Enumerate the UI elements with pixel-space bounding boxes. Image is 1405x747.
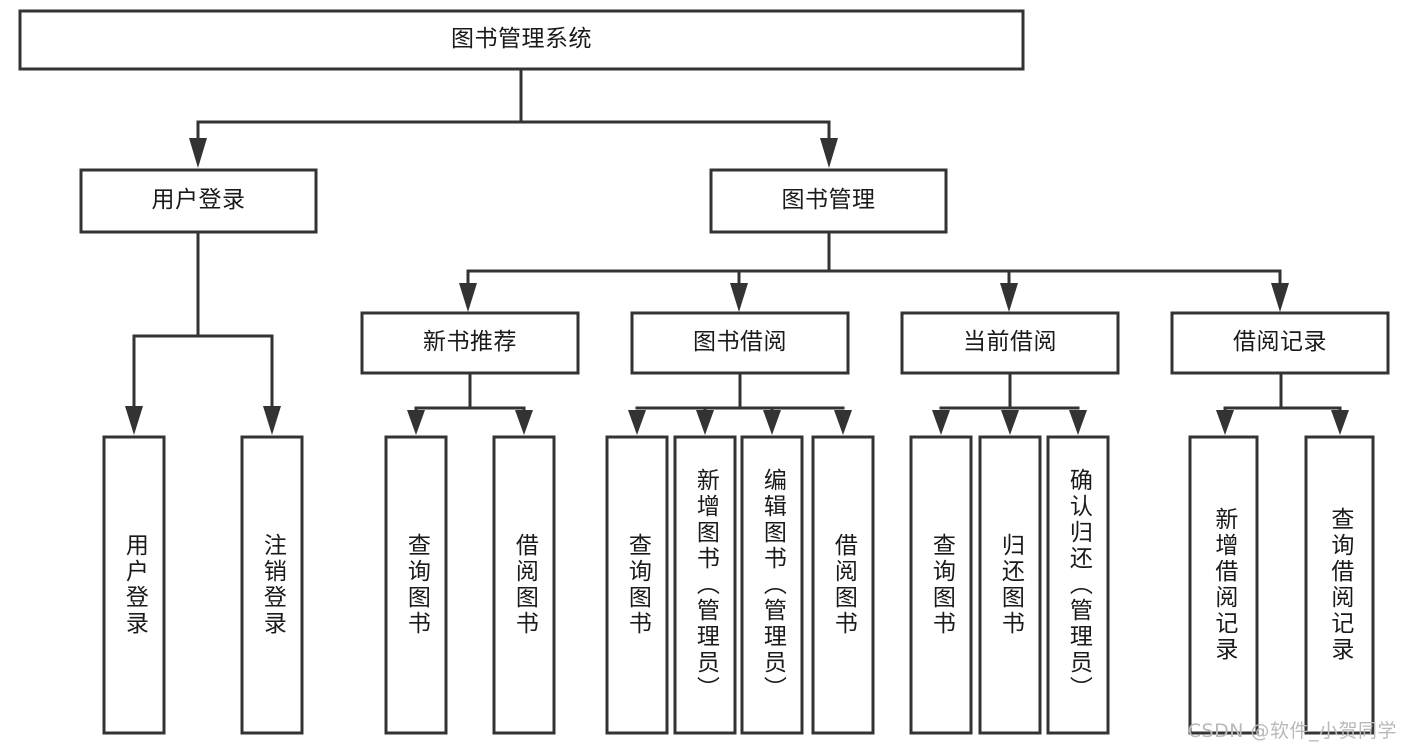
node-leaf-return-book[interactable]	[978, 435, 1042, 735]
arrow-head-leaf-query-book-2	[628, 410, 646, 435]
node-leaf-confirm-return[interactable]	[1046, 435, 1110, 735]
arrow-head-leaf-add-book	[696, 410, 714, 435]
node-borrow-record[interactable]	[1170, 311, 1390, 375]
arrow-head-leaf-borrow-book-2	[834, 410, 852, 435]
node-leaf-user-login[interactable]	[102, 435, 166, 735]
node-leaf-logout-login[interactable]	[240, 435, 304, 735]
arrow-head-book-borrow	[730, 283, 748, 312]
node-current-borrow[interactable]	[900, 311, 1120, 375]
node-book-borrow[interactable]	[630, 311, 850, 375]
arrow-head-leaf-confirm-return	[1069, 410, 1087, 435]
node-leaf-add-book[interactable]	[673, 435, 737, 735]
node-leaf-add-record[interactable]	[1188, 435, 1259, 735]
arrow-head-leaf-logout-login	[263, 406, 281, 435]
node-leaf-query-book-3[interactable]	[909, 435, 973, 735]
node-leaf-borrow-book-2[interactable]	[811, 435, 875, 735]
arrow-head-leaf-user-login	[125, 406, 143, 435]
arrow-head-leaf-query-book-1	[407, 410, 425, 435]
node-user-login[interactable]	[79, 168, 318, 234]
arrow-head-user-login	[189, 138, 207, 168]
arrow-head-borrow-record	[1271, 283, 1289, 312]
arrow-head-leaf-add-record	[1216, 410, 1234, 435]
arrow-head-leaf-return-book	[1001, 410, 1019, 435]
arrow-head-leaf-query-book-3	[932, 410, 950, 435]
node-root-system[interactable]	[18, 9, 1025, 71]
arrow-head-leaf-edit-book	[763, 410, 781, 435]
arrow-head-new-book-recommend	[459, 283, 477, 312]
arrow-head-book-mgmt	[820, 138, 838, 168]
node-new-book-recommend[interactable]	[360, 311, 580, 375]
arrow-head-current-borrow	[1000, 283, 1018, 312]
watermark-text: CSDN @软件_小贺同学	[1187, 720, 1397, 742]
node-leaf-query-book-1[interactable]	[384, 435, 448, 735]
node-leaf-edit-book[interactable]	[740, 435, 804, 735]
node-leaf-borrow-book-1[interactable]	[492, 435, 556, 735]
node-leaf-query-book-2[interactable]	[605, 435, 669, 735]
arrow-head-leaf-query-record	[1331, 410, 1349, 435]
node-book-management[interactable]	[709, 168, 948, 234]
arrow-head-leaf-borrow-book-1	[515, 410, 533, 435]
node-leaf-query-record[interactable]	[1304, 435, 1375, 735]
